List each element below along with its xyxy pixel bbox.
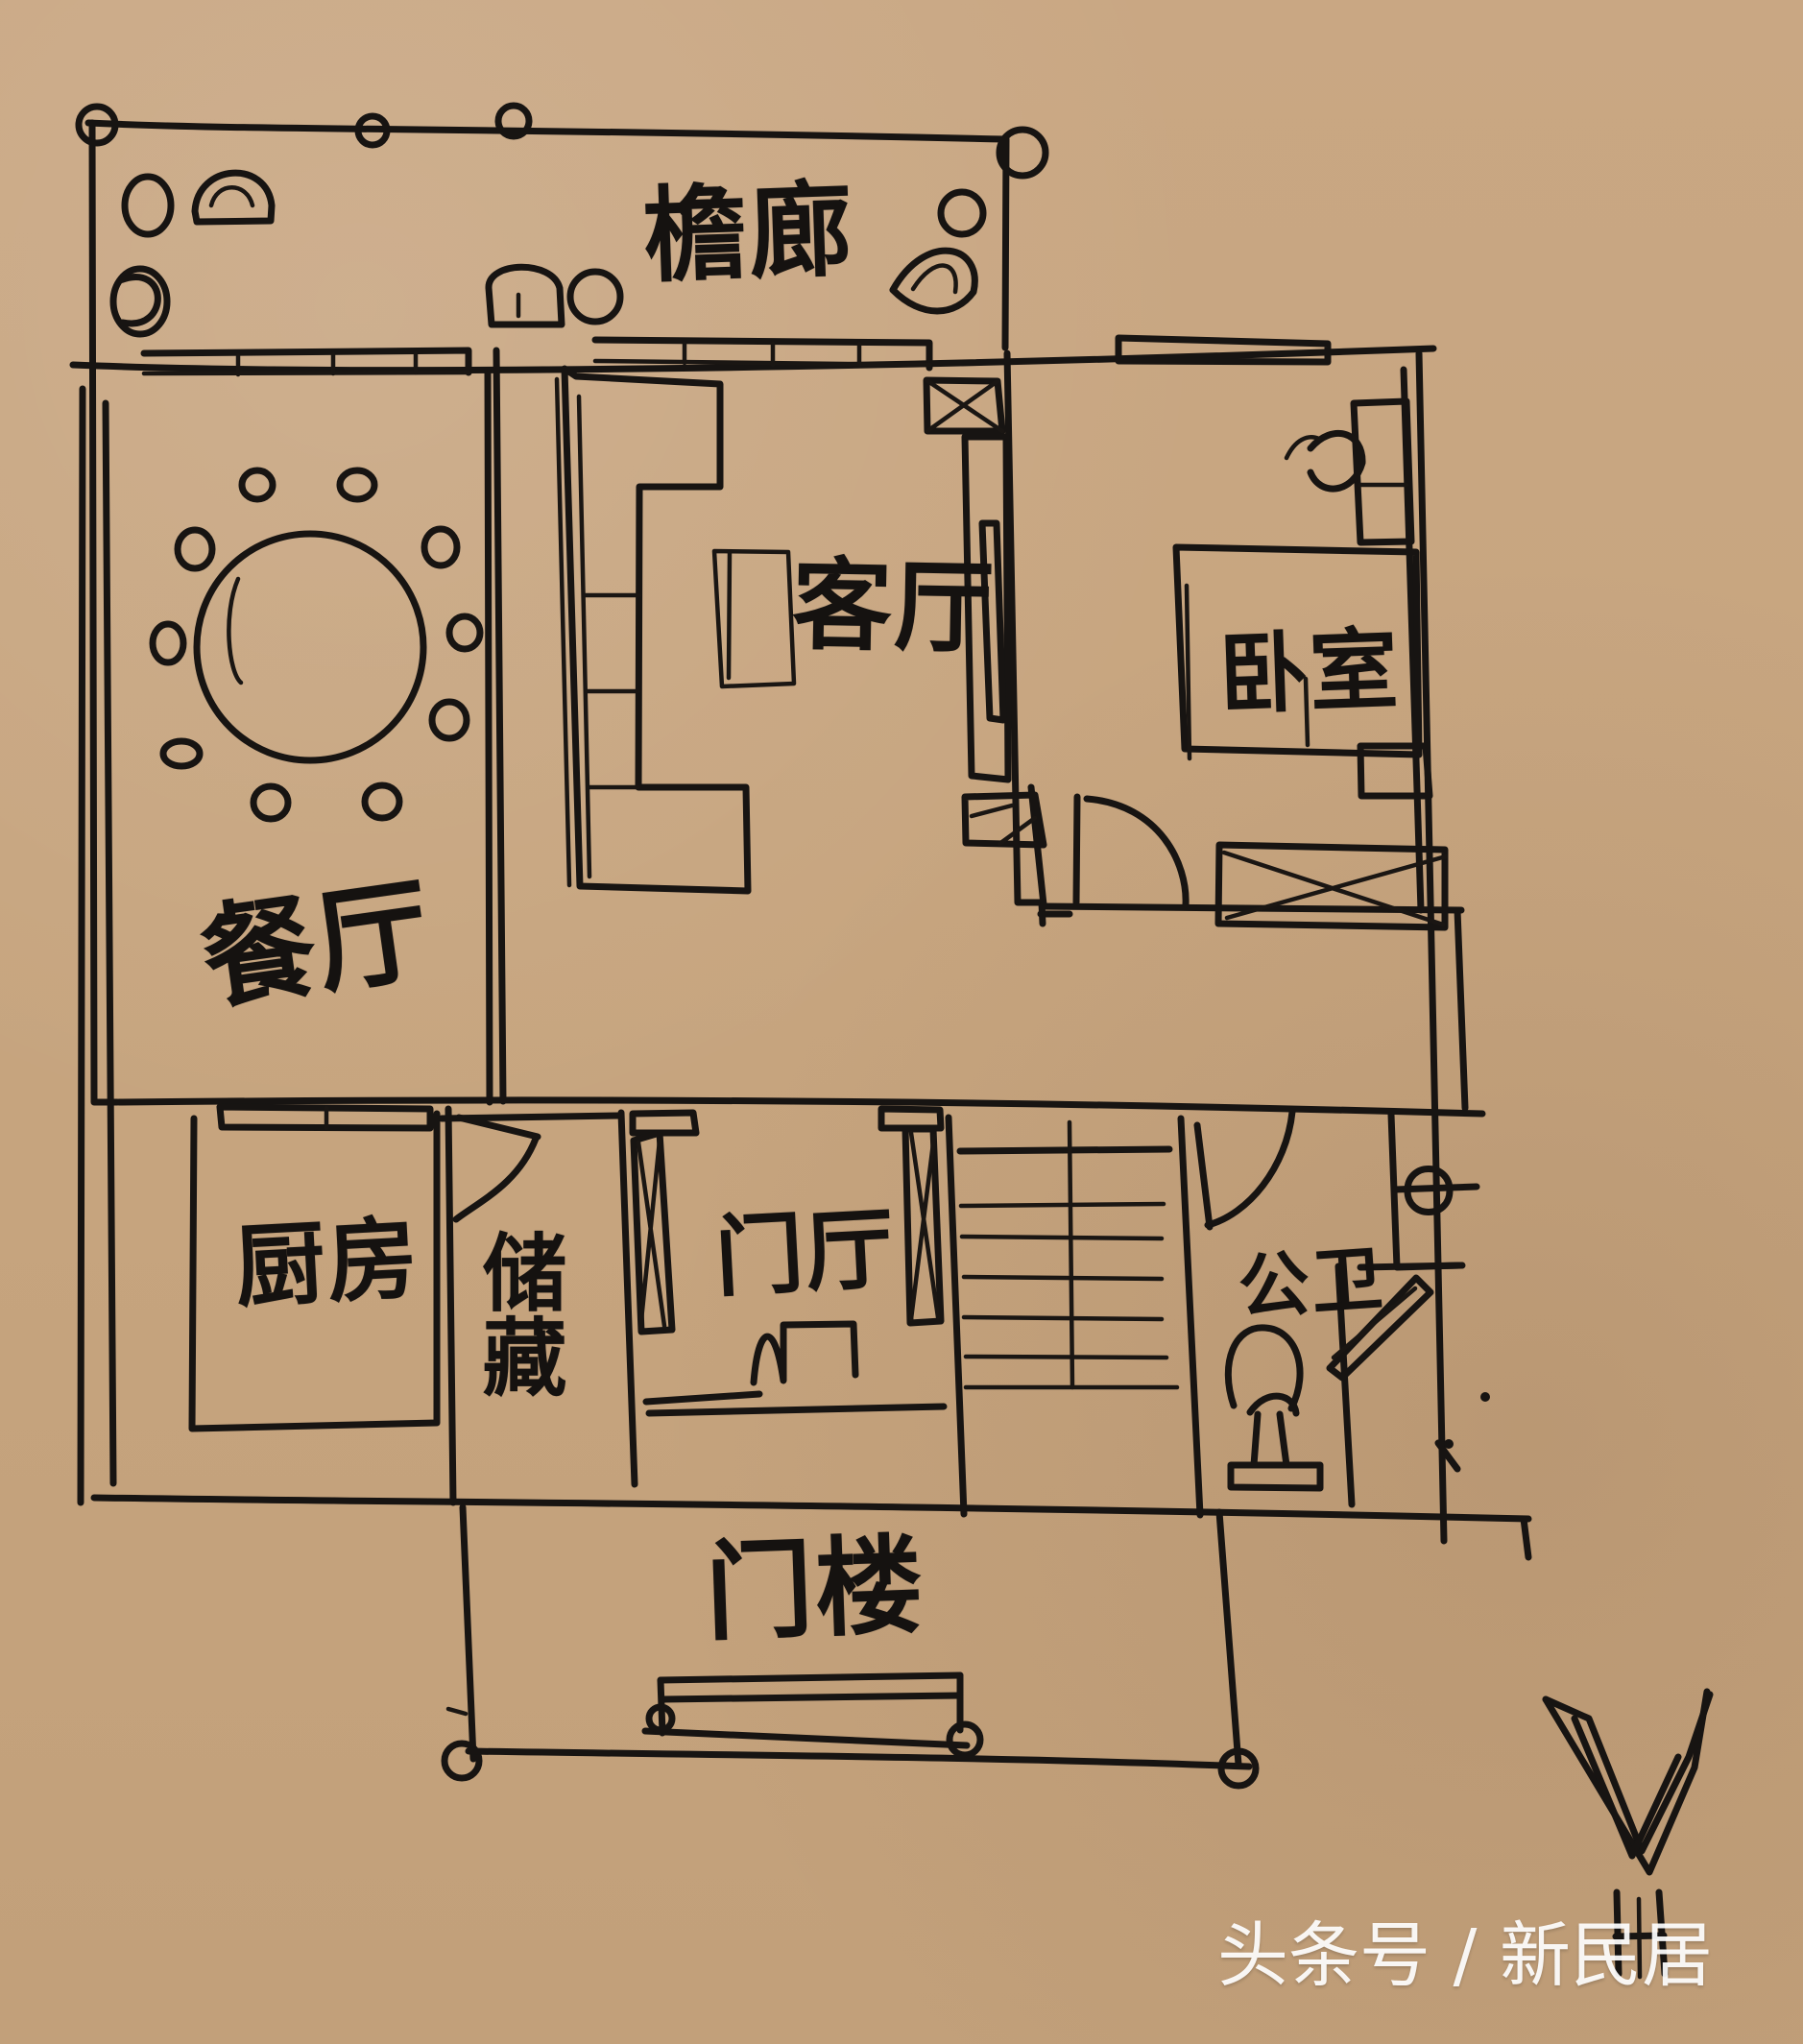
source-watermark: 头条号 / 新民居 bbox=[1217, 1914, 1713, 1997]
bedroom-furniture bbox=[1072, 397, 1449, 931]
room-label-living-room: 客厅 bbox=[790, 546, 998, 667]
room-label-dining-room: 餐厅 bbox=[193, 862, 441, 1027]
room-label-kitchen: 厨房 bbox=[232, 1207, 422, 1321]
dining-table-group bbox=[149, 467, 484, 823]
room-label-veranda: 檐廊 bbox=[640, 170, 857, 298]
gatehouse-and-entry bbox=[441, 1503, 1260, 1790]
room-label-foyer: 门厅 bbox=[712, 1197, 899, 1310]
living-room-sofa bbox=[554, 365, 1047, 895]
north-arrow bbox=[1542, 1688, 1714, 1980]
lower-rooms bbox=[188, 1103, 1490, 1519]
outer-walls bbox=[69, 119, 1532, 1561]
porch-columns-and-seats bbox=[75, 102, 1049, 338]
room-label-storage: 储藏 bbox=[469, 1229, 567, 1398]
room-label-gatehouse: 门楼 bbox=[703, 1524, 927, 1656]
room-label-public-bathroom: 公卫 bbox=[1236, 1237, 1387, 1331]
room-label-bedroom: 卧室 bbox=[1217, 617, 1402, 728]
